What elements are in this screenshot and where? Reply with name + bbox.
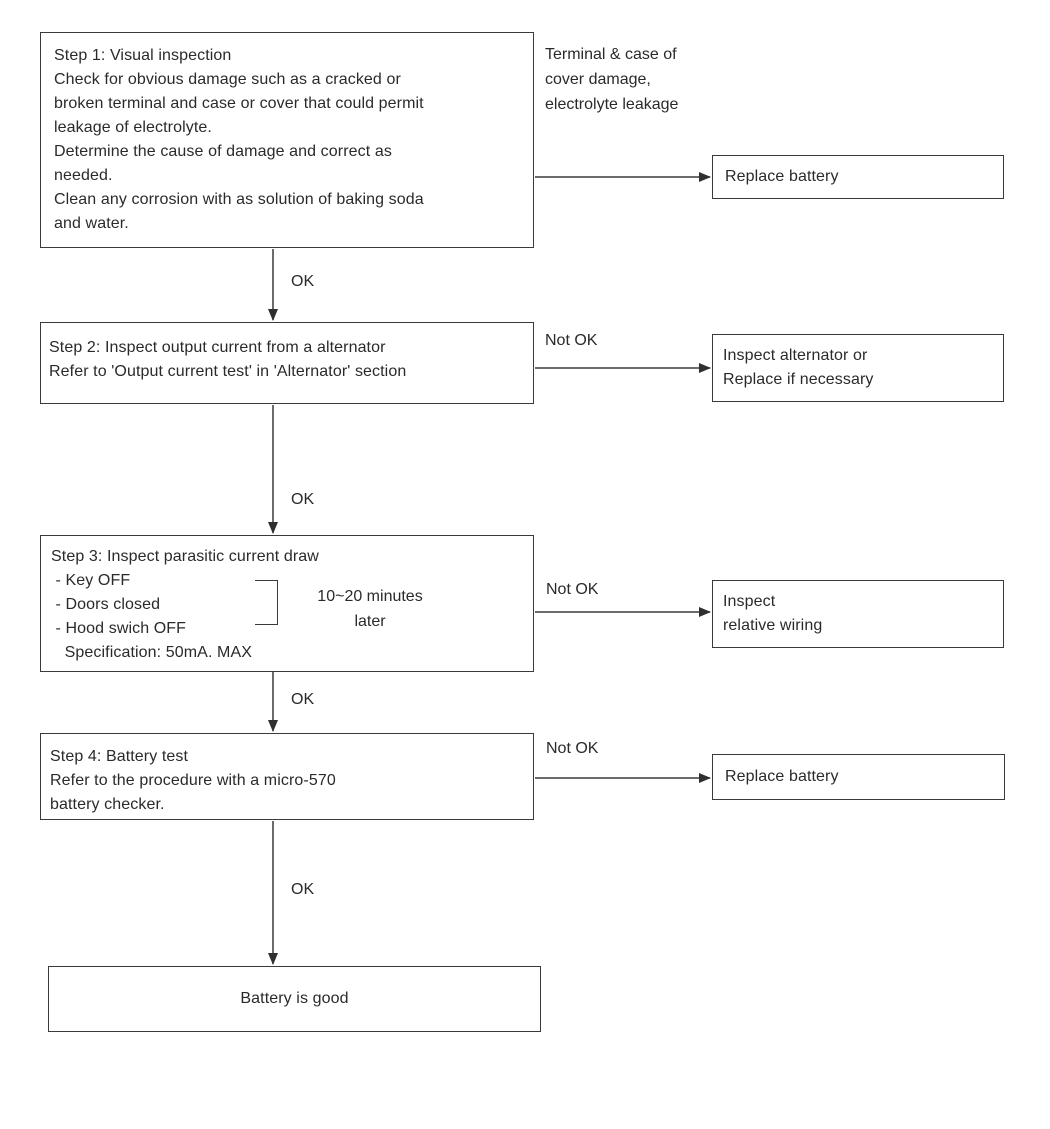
node-replace-battery-top-text: Replace battery [725,168,839,185]
label-wait-time: 10~20 minutes later [317,588,423,630]
node-step1-text: Step 1: Visual inspection Check for obvi… [54,47,424,232]
node-step4-battery-test: Step 4: Battery test Refer to the proced… [40,733,534,820]
node-step2-text: Step 2: Inspect output current from a al… [49,339,407,380]
node-replace-battery-top: Replace battery [712,155,1004,199]
label-ok-step1: OK [291,273,315,290]
node-battery-is-good: Battery is good [48,966,541,1032]
node-replace-battery-bottom: Replace battery [712,754,1005,800]
label-not-ok-step4: Not OK [546,740,599,757]
label-ok-step2: OK [291,491,315,508]
node-replace-battery-bottom-text: Replace battery [725,768,839,785]
node-step4-text: Step 4: Battery test Refer to the proced… [50,748,336,813]
node-step3-text: Step 3: Inspect parasitic current draw -… [51,548,319,661]
label-not-ok-step2: Not OK [545,332,598,349]
label-ok-step3: OK [291,691,315,708]
node-inspect-wiring-text: Inspect relative wiring [723,593,823,634]
grouping-bracket [255,580,278,625]
node-inspect-wiring: Inspect relative wiring [712,580,1004,648]
label-ok-step4: OK [291,881,315,898]
node-inspect-alternator-text: Inspect alternator or Replace if necessa… [723,347,874,388]
node-step2-output-current: Step 2: Inspect output current from a al… [40,322,534,404]
label-terminal-damage-condition: Terminal & case of cover damage, electro… [545,46,679,113]
node-inspect-alternator: Inspect alternator or Replace if necessa… [712,334,1004,402]
node-step3-parasitic-draw: Step 3: Inspect parasitic current draw -… [40,535,534,672]
label-not-ok-step3: Not OK [546,581,599,598]
node-battery-good-text: Battery is good [240,990,349,1007]
node-step1-visual-inspection: Step 1: Visual inspection Check for obvi… [40,32,534,248]
